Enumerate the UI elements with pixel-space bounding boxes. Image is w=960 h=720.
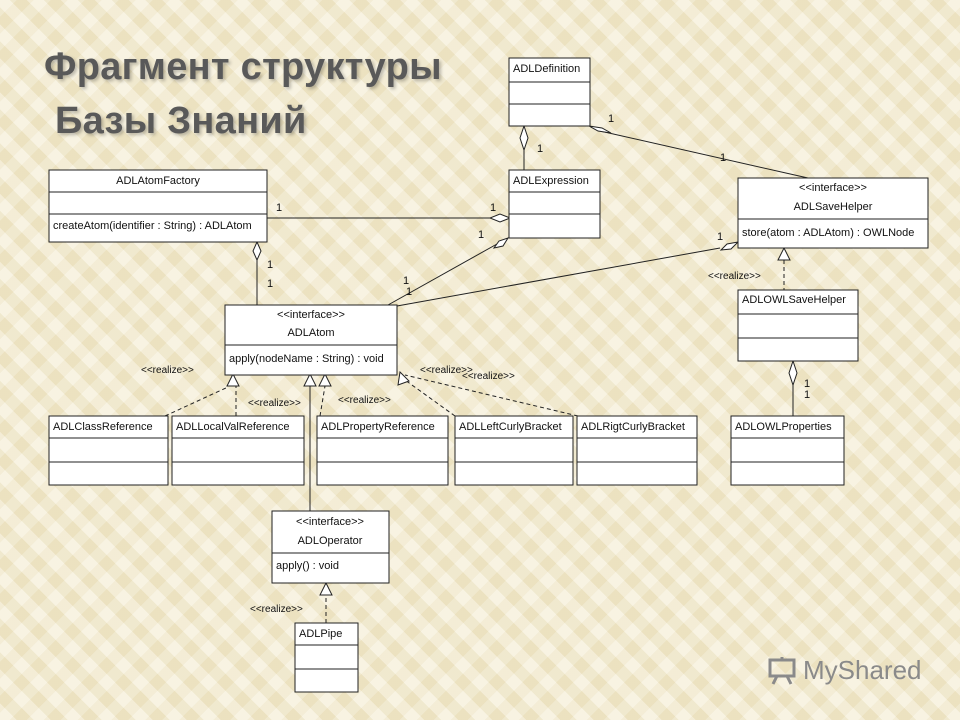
presentation-board-icon — [767, 656, 797, 686]
mult-owlsavehelper-properties-top: 1 — [804, 378, 810, 390]
logo-text: MyShared — [803, 655, 922, 685]
aggregation-diamond-definition — [519, 124, 529, 152]
realize-propertyreference-atom — [319, 385, 326, 417]
class-name: ADLPropertyReference — [321, 421, 435, 433]
class-stereotype: <<interface>> — [277, 309, 345, 321]
class-adl-operator: <<interface>> ADLOperator apply() : void — [271, 510, 390, 584]
realize-label-owlsavehelper: <<realize>> — [708, 271, 761, 282]
slide-title-line1: Фрагмент структуры — [44, 46, 442, 88]
aggregation-diamond-definition-right — [588, 125, 612, 134]
realize-arrowhead-atom-3 — [397, 370, 410, 386]
mult-atom-savehelper: 1 — [406, 286, 412, 298]
class-name: ADLAtomFactory — [116, 175, 200, 187]
aggregation-diamond-expression-bottom — [492, 237, 510, 249]
class-adl-pipe: ADLPipe — [294, 622, 359, 693]
class-stereotype: <<interface>> — [799, 182, 867, 194]
class-adl-rigt-curly-bracket: ADLRigtCurlyBracket — [576, 415, 698, 486]
assoc-expression-atom — [387, 243, 498, 306]
class-name: ADLOperator — [298, 535, 363, 547]
aggregation-diamond-owlsavehelper — [788, 359, 798, 387]
realize-label-localvalreference: <<realize>> — [248, 398, 301, 409]
class-name: ADLAtom — [287, 327, 334, 339]
realize-label-rigtcurly: <<realize>> — [462, 371, 515, 382]
mult-expression-atom: 1 — [478, 229, 484, 241]
mult-definition-savehelper: 1 — [608, 113, 614, 125]
mult-savehelper-atom: 1 — [717, 231, 723, 243]
class-adl-owl-save-helper: ADLOWLSaveHelper — [737, 289, 859, 362]
class-adl-atom-factory: ADLAtomFactory createAtom(identifier : S… — [48, 169, 268, 243]
aggregation-diamond-expression-left — [488, 213, 512, 223]
aggregation-diamond-factory — [252, 240, 262, 262]
class-adl-definition: ADLDefinition — [508, 57, 591, 127]
mult-owlsavehelper-properties-bottom: 1 — [804, 389, 810, 401]
mult-factory-expression: 1 — [276, 202, 282, 214]
realize-label-leftcurly: <<realize>> — [420, 365, 473, 376]
class-method: apply() : void — [276, 560, 339, 572]
class-adl-local-val-reference: ADLLocalValReference — [171, 415, 305, 486]
generalize-arrowhead-atom — [303, 372, 317, 387]
realize-label-propertyreference: <<realize>> — [338, 395, 391, 406]
mult-factory-atom-bottom: 1 — [267, 278, 273, 290]
class-adl-class-reference: ADLClassReference — [48, 415, 169, 486]
realize-rigtcurly-atom — [404, 374, 579, 417]
mult-factory-atom-top: 1 — [267, 259, 273, 271]
class-name: ADLOWLSaveHelper — [742, 294, 846, 306]
realize-classreference-atom — [164, 386, 229, 417]
class-name: ADLSaveHelper — [794, 201, 873, 213]
class-name: ADLLocalValReference — [176, 421, 290, 433]
class-adl-owl-properties: ADLOWLProperties — [730, 415, 845, 486]
realize-label-pipe: <<realize>> — [250, 604, 303, 615]
assoc-definition-savehelper — [599, 130, 809, 179]
class-name: ADLLeftCurlyBracket — [459, 421, 562, 433]
class-adl-property-reference: ADLPropertyReference — [316, 415, 449, 486]
mult-savehelper-definition: 1 — [720, 152, 726, 164]
realize-arrowhead-atom-1 — [226, 372, 240, 387]
class-method: createAtom(identifier : String) : ADLAto… — [53, 220, 252, 232]
slide-title-line2: Базы Знаний — [55, 100, 307, 142]
class-name: ADLClassReference — [53, 421, 153, 433]
assoc-savehelper-atom — [396, 247, 721, 307]
realize-arrowhead-atom-2 — [318, 372, 332, 387]
mult-atom-expression: 1 — [403, 275, 409, 287]
class-name: ADLPipe — [299, 628, 342, 640]
realize-label-classreference: <<realize>> — [141, 365, 194, 376]
class-name: ADLOWLProperties — [735, 421, 832, 433]
class-method: apply(nodeName : String) : void — [229, 353, 384, 365]
class-stereotype: <<interface>> — [296, 516, 364, 528]
class-name: ADLDefinition — [513, 63, 580, 75]
mult-expression-factory: 1 — [490, 202, 496, 214]
class-name: ADLExpression — [513, 175, 589, 187]
realize-arrowhead-savehelper — [777, 246, 791, 261]
aggregation-diamond-savehelper — [719, 241, 740, 251]
realize-leftcurly-atom — [404, 379, 456, 417]
class-name: ADLRigtCurlyBracket — [581, 421, 685, 433]
class-adl-atom: <<interface>> ADLAtom apply(nodeName : S… — [224, 304, 398, 376]
realize-arrowhead-operator — [319, 581, 333, 596]
myshared-logo: MyShared — [767, 655, 922, 686]
class-adl-expression: ADLExpression — [508, 169, 601, 239]
mult-definition-expression: 1 — [537, 143, 543, 155]
class-method: store(atom : ADLAtom) : OWLNode — [742, 227, 914, 239]
class-adl-save-helper: <<interface>> ADLSaveHelper store(atom :… — [737, 177, 929, 249]
class-adl-left-curly-bracket: ADLLeftCurlyBracket — [454, 415, 574, 486]
